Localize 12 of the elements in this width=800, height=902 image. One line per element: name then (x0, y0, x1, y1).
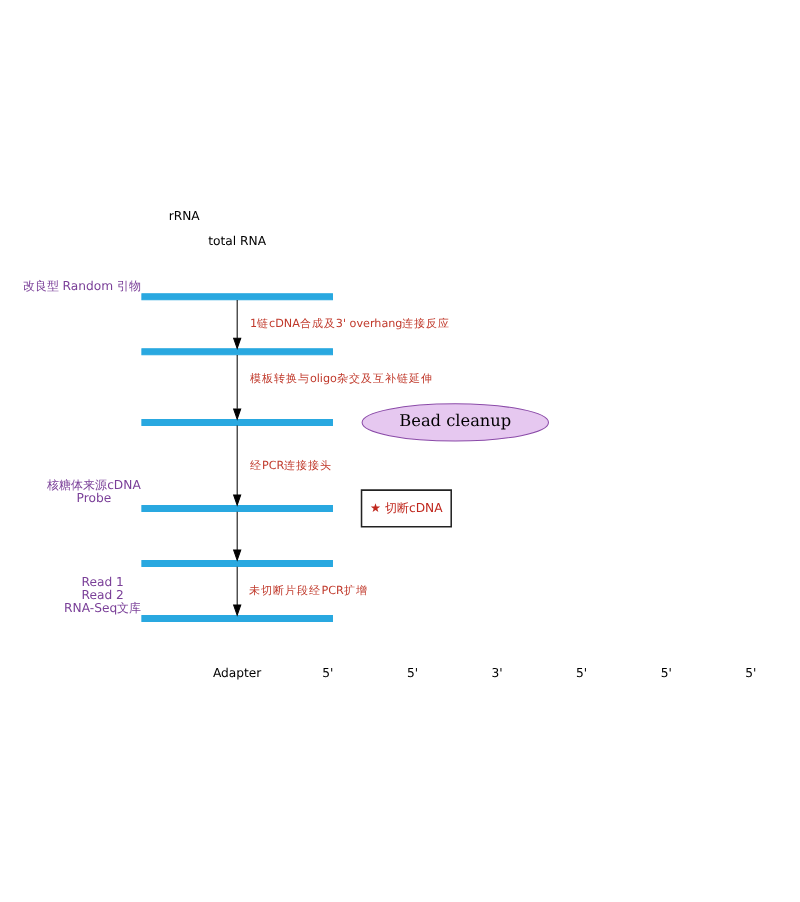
arrow (232, 299, 242, 351)
node-bar (141, 614, 333, 623)
arrow (232, 425, 242, 507)
arrow (232, 354, 242, 421)
node-bar (141, 418, 333, 427)
node-bar (141, 293, 333, 301)
arrow (232, 566, 242, 617)
node-bar (141, 348, 333, 356)
node-bar (141, 559, 333, 568)
node-bar (141, 504, 333, 513)
arrow (232, 511, 242, 562)
node-ellipse: Bead cleanup (361, 403, 549, 442)
